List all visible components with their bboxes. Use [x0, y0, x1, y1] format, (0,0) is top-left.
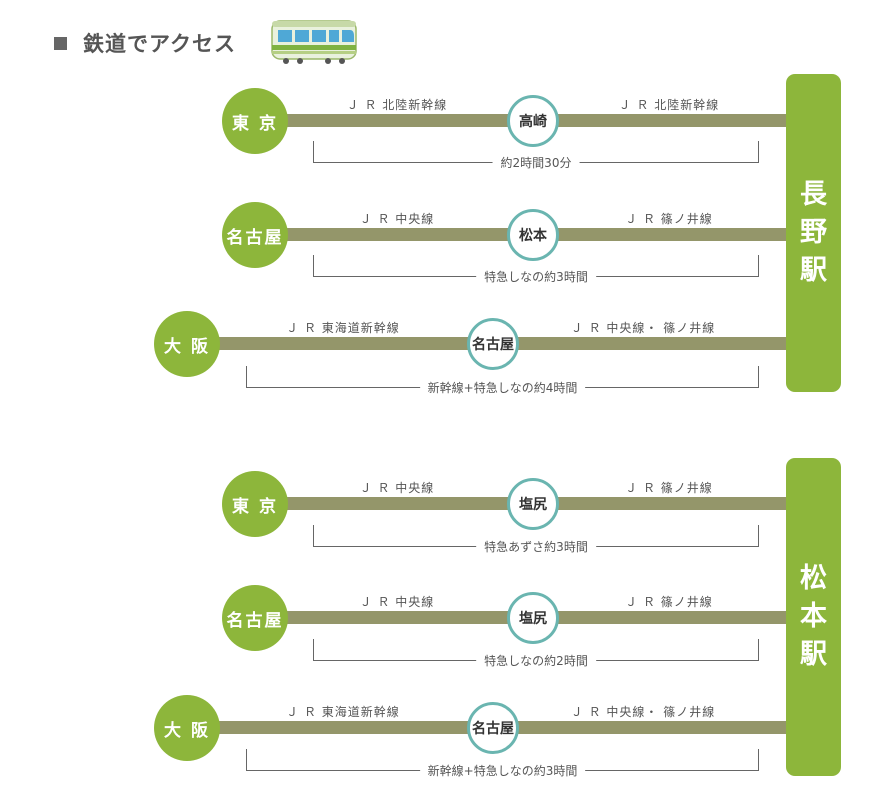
- terminal-station-matsumoto: 松 本 駅: [786, 458, 841, 776]
- transfer-station: 高崎: [507, 95, 559, 147]
- duration-bracket: 特急しなの約3時間: [313, 255, 759, 285]
- line-label-left: Ｊ Ｒ 北陸新幹線: [346, 98, 448, 112]
- transfer-station: 塩尻: [507, 478, 559, 530]
- transfer-station: 名古屋: [467, 318, 519, 370]
- origin-station: 東 京: [222, 471, 288, 537]
- line-label-left: Ｊ Ｒ 中央線: [359, 212, 435, 226]
- line-label-left: Ｊ Ｒ 東海道新幹線: [286, 321, 400, 335]
- transfer-station: 塩尻: [507, 592, 559, 644]
- travel-duration: 新幹線+特急しなの約3時間: [419, 762, 586, 779]
- line-label-right: Ｊ Ｒ 中央線・ 篠ノ井線: [570, 705, 716, 719]
- origin-station: 大 阪: [154, 695, 220, 761]
- transfer-station: 名古屋: [467, 702, 519, 754]
- duration-bracket: 特急あずさ約3時間: [313, 525, 759, 555]
- line-label-right: Ｊ Ｒ 篠ノ井線: [625, 212, 713, 226]
- transfer-station: 松本: [507, 209, 559, 261]
- origin-station: 名古屋: [222, 202, 288, 268]
- page-title-text: 鉄道でアクセス: [83, 32, 236, 56]
- terminal-char: 駅: [800, 255, 827, 286]
- travel-duration: 特急しなの約3時間: [476, 268, 596, 285]
- terminal-char: 野: [800, 217, 827, 248]
- terminal-char: 駅: [800, 639, 827, 670]
- line-label-right: Ｊ Ｒ 北陸新幹線: [618, 98, 720, 112]
- duration-bracket: 新幹線+特急しなの約3時間: [246, 749, 759, 779]
- terminal-char: 松: [800, 563, 827, 594]
- line-label-right: Ｊ Ｒ 中央線・ 篠ノ井線: [570, 321, 716, 335]
- duration-bracket: 約2時間30分: [313, 141, 759, 171]
- line-label-right: Ｊ Ｒ 篠ノ井線: [625, 595, 713, 609]
- travel-duration: 特急しなの約2時間: [476, 652, 596, 669]
- line-label-left: Ｊ Ｒ 東海道新幹線: [286, 705, 400, 719]
- terminal-char: 長: [800, 179, 827, 210]
- travel-duration: 約2時間30分: [492, 154, 580, 171]
- duration-bracket: 新幹線+特急しなの約4時間: [246, 366, 759, 396]
- travel-duration: 特急あずさ約3時間: [476, 538, 596, 555]
- line-label-right: Ｊ Ｒ 篠ノ井線: [625, 481, 713, 495]
- travel-duration: 新幹線+特急しなの約4時間: [419, 379, 586, 396]
- duration-bracket: 特急しなの約2時間: [313, 639, 759, 669]
- origin-station: 大 阪: [154, 311, 220, 377]
- terminal-station-nagano: 長 野 駅: [786, 74, 841, 392]
- origin-station: 名古屋: [222, 585, 288, 651]
- train-icon: [271, 20, 357, 64]
- line-label-left: Ｊ Ｒ 中央線: [359, 481, 435, 495]
- terminal-char: 本: [800, 601, 827, 632]
- title-bullet-icon: [54, 36, 67, 50]
- line-label-left: Ｊ Ｒ 中央線: [359, 595, 435, 609]
- origin-station: 東 京: [222, 88, 288, 154]
- page-title: 鉄道でアクセス: [54, 26, 236, 60]
